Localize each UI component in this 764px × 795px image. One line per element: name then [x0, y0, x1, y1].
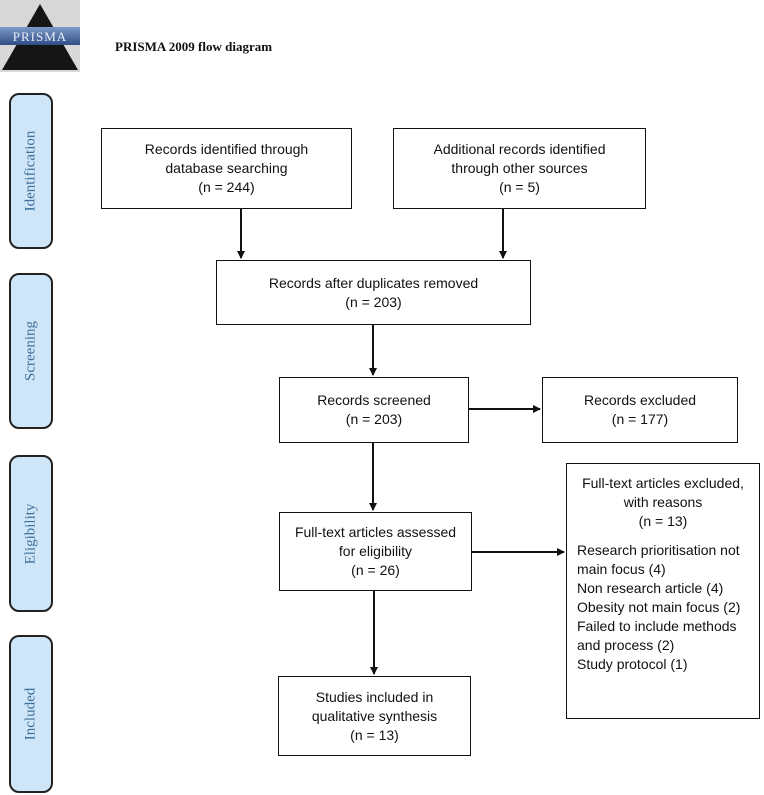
phase-included-label: Included [22, 687, 39, 741]
box-full-text-excluded: Full-text articles excluded, with reason… [566, 463, 760, 719]
phase-screening: Screening [9, 273, 53, 429]
box-other-sources: Additional records identified through ot… [393, 128, 646, 209]
box-line: Additional records identified [433, 141, 606, 157]
box-duplicates-removed: Records after duplicates removed (n = 20… [216, 260, 531, 325]
phase-included: Included [9, 635, 53, 793]
logo-text: PRISMA [13, 29, 67, 44]
phase-eligibility: Eligibility [9, 455, 53, 612]
box-line: Records identified through [144, 141, 309, 157]
box-line: Records screened [317, 392, 431, 408]
box-count: (n = 203) [345, 411, 403, 427]
box-line: database searching [165, 160, 288, 176]
prisma-logo: PRISMA [0, 0, 80, 72]
reason-line: main focus (4) [577, 561, 666, 577]
phase-eligibility-label: Eligibility [22, 503, 39, 564]
box-records-screened: Records screened (n = 203) [279, 377, 469, 443]
box-count: (n = 5) [499, 179, 540, 195]
reason-line: and process (2) [577, 637, 675, 653]
box-line: through other sources [451, 160, 588, 176]
box-database-searching: Records identified through database sear… [101, 128, 352, 209]
box-line: Records after duplicates removed [268, 274, 479, 291]
box-line: Studies included in [315, 688, 434, 705]
box-line: with reasons [623, 494, 703, 510]
exclusion-reasons: Research prioritisation not main focus (… [567, 541, 759, 674]
reason-line: Non research article (4) [577, 580, 724, 596]
box-count: (n = 177) [611, 411, 669, 427]
box-full-text-assessed: Full-text articles assessed for eligibil… [279, 512, 472, 591]
box-line: for eligibility [338, 543, 413, 559]
box-line: Full-text articles excluded, [582, 475, 744, 491]
box-count: (n = 13) [350, 726, 399, 743]
box-header: Full-text articles excluded, with reason… [582, 474, 744, 531]
reason-line: Obesity not main focus (2) [577, 599, 741, 615]
box-line: Records excluded [583, 392, 697, 408]
box-count: (n = 203) [345, 293, 402, 310]
box-line: qualitative synthesis [311, 707, 438, 724]
box-count: (n = 13) [638, 513, 688, 529]
box-line: Full-text articles assessed [294, 524, 457, 540]
box-count: (n = 26) [351, 562, 400, 578]
reason-line: Failed to include methods [577, 618, 737, 634]
phase-identification-label: Identification [22, 130, 39, 212]
box-count: (n = 244) [198, 179, 255, 195]
phase-screening-label: Screening [22, 321, 39, 381]
reason-line: Study protocol (1) [577, 656, 688, 672]
phase-identification: Identification [9, 93, 53, 249]
reason-line: Research prioritisation not [577, 542, 740, 558]
page-title: PRISMA 2009 flow diagram [115, 39, 273, 54]
box-studies-included: Studies included in qualitative synthesi… [278, 676, 471, 756]
box-records-excluded: Records excluded (n = 177) [542, 377, 738, 443]
